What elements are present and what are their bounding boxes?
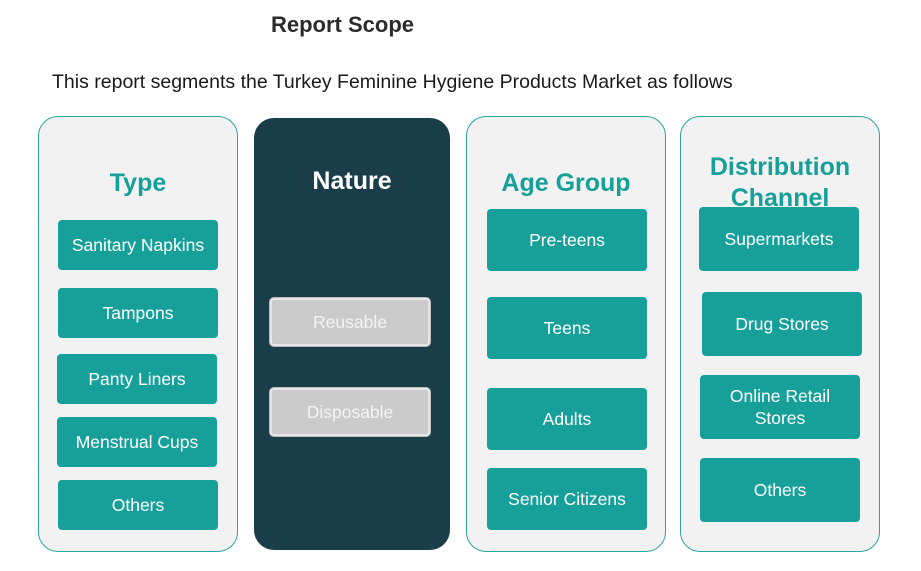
age-group-item: Pre-teens [487, 209, 647, 271]
distribution-item: Others [700, 458, 860, 522]
distribution-channel-panel: Distribution Channel Supermarkets Drug S… [680, 116, 880, 552]
age-group-item: Adults [487, 388, 647, 450]
distribution-item: Drug Stores [702, 292, 862, 356]
type-item: Sanitary Napkins [58, 220, 218, 270]
type-heading: Type [109, 169, 167, 197]
type-item: Others [58, 480, 218, 530]
distribution-heading-line1: Distribution [709, 153, 851, 181]
distribution-item: Online Retail Stores [700, 375, 860, 439]
nature-heading: Nature [312, 167, 392, 195]
nature-item: Disposable [270, 388, 430, 436]
nature-panel: Nature Reusable Disposable [254, 118, 450, 550]
distribution-item: Supermarkets [699, 207, 859, 271]
page-subtitle: This report segments the Turkey Feminine… [52, 71, 733, 93]
age-group-heading: Age Group [501, 169, 631, 197]
age-group-item: Teens [487, 297, 647, 359]
type-panel: Type Sanitary Napkins Tampons Panty Line… [38, 116, 238, 552]
page-title: Report Scope [271, 12, 415, 37]
type-item: Menstrual Cups [57, 417, 217, 467]
type-item: Tampons [58, 288, 218, 338]
age-group-panel: Age Group Pre-teens Teens Adults Senior … [466, 116, 666, 552]
type-item: Panty Liners [57, 354, 217, 404]
nature-item: Reusable [270, 298, 430, 346]
age-group-item: Senior Citizens [487, 468, 647, 530]
